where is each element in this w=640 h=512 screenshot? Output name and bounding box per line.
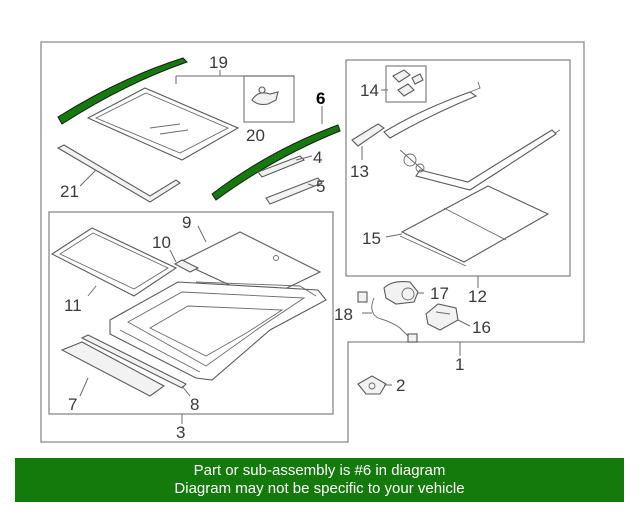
callout-17[interactable]: 17 bbox=[430, 284, 449, 303]
callout-20[interactable]: 20 bbox=[246, 126, 265, 145]
part-11-glass bbox=[50, 227, 178, 297]
callout-13[interactable]: 13 bbox=[350, 162, 369, 181]
glass-panel-box-3 bbox=[48, 211, 334, 415]
callout-8[interactable]: 8 bbox=[190, 395, 199, 414]
roof-frame bbox=[109, 281, 327, 381]
callout-18[interactable]: 18 bbox=[334, 305, 353, 324]
part-19-glass bbox=[86, 87, 240, 161]
callout-19[interactable]: 19 bbox=[209, 53, 228, 72]
parts-diagram: 19 20 6 4 5 21 14 13 15 12 17 16 18 1 2 … bbox=[40, 41, 585, 443]
callout-7[interactable]: 7 bbox=[68, 395, 77, 414]
banner-line-2: Diagram may not be specific to your vehi… bbox=[174, 480, 465, 497]
part-10-strip bbox=[173, 259, 200, 273]
assembly-box-1 bbox=[40, 41, 585, 443]
callout-4[interactable]: 4 bbox=[313, 148, 322, 167]
banner-line-1: Part or sub-assembly is #6 in diagram bbox=[193, 462, 446, 479]
part-8-bar bbox=[80, 334, 187, 389]
callout-11[interactable]: 11 bbox=[64, 296, 82, 315]
callout-1[interactable]: 1 bbox=[455, 355, 464, 374]
sunroof-frame-rails bbox=[383, 81, 561, 191]
clip-kit-box-14 bbox=[385, 65, 427, 103]
part-21-seal bbox=[56, 144, 181, 203]
part-7-bar bbox=[60, 341, 166, 397]
part-14-clips bbox=[392, 69, 424, 97]
callout-2[interactable]: 2 bbox=[396, 376, 405, 395]
callout-3[interactable]: 3 bbox=[176, 423, 185, 442]
info-banner: Part or sub-assembly is #6 in diagram Di… bbox=[15, 458, 624, 502]
part-18-harness bbox=[357, 291, 418, 343]
leader-lines bbox=[79, 70, 479, 424]
sunroof-frame-box-12 bbox=[345, 59, 571, 277]
part-20-deflector bbox=[251, 86, 279, 106]
callout-10[interactable]: 10 bbox=[152, 233, 171, 252]
callout-16[interactable]: 16 bbox=[472, 318, 491, 337]
callout-15[interactable]: 15 bbox=[362, 229, 381, 248]
callout-6[interactable]: 6 bbox=[316, 89, 325, 108]
part-15-sunshade bbox=[399, 185, 550, 267]
callout-21[interactable]: 21 bbox=[60, 182, 79, 201]
callout-14[interactable]: 14 bbox=[360, 81, 379, 100]
part-6-highlight bbox=[57, 57, 341, 201]
part-13-bracket bbox=[351, 123, 385, 147]
callout-5[interactable]: 5 bbox=[316, 177, 325, 196]
callout-9[interactable]: 9 bbox=[182, 213, 191, 232]
callout-12[interactable]: 12 bbox=[468, 287, 487, 306]
part-17-motor bbox=[383, 281, 419, 305]
part-2-bracket bbox=[357, 375, 387, 395]
part-5-rail bbox=[265, 177, 323, 205]
part-4-rail bbox=[257, 155, 305, 178]
part-16-switch bbox=[425, 303, 459, 331]
